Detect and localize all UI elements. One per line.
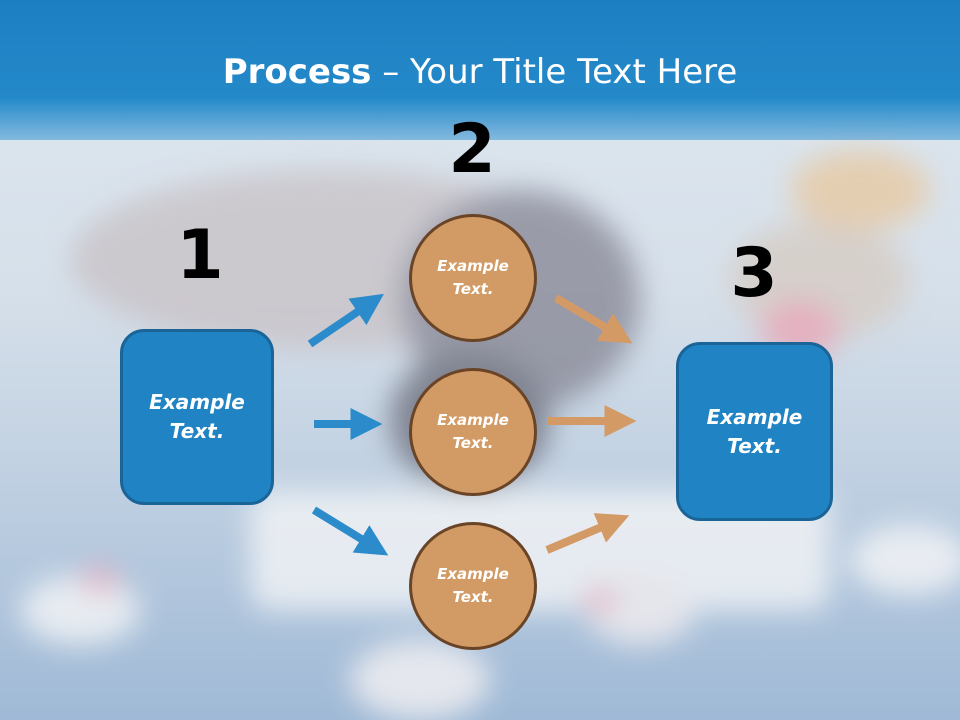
step-2-text-bottom: Example Text. (437, 565, 509, 606)
slide-title: Process – Your Title Text Here (0, 52, 960, 92)
step-1-number: 1 (176, 216, 224, 295)
step-2-circle-bottom: Example Text. (409, 522, 537, 650)
title-bold: Process (222, 52, 372, 92)
title-rest: – Your Title Text Here (371, 52, 738, 92)
arrow-to-top (307, 293, 384, 348)
step-1-text: Example Text. (149, 390, 245, 443)
step-2-circle-middle: Example Text. (409, 368, 537, 496)
step-2-text-middle: Example Text. (437, 411, 509, 452)
arrow-to-bottom (311, 506, 389, 556)
step-2-text-top: Example Text. (437, 257, 509, 298)
title-bar (0, 0, 960, 140)
step-3-number: 3 (730, 234, 778, 313)
arrow-from-bottom (545, 513, 630, 554)
arrow-from-top (553, 294, 633, 344)
step-2-number: 2 (448, 110, 496, 189)
step-2-circle-top: Example Text. (409, 214, 537, 342)
step-3-box: Example Text. (676, 342, 833, 521)
step-1-box: Example Text. (120, 329, 274, 505)
step-3-text: Example Text. (706, 404, 803, 458)
